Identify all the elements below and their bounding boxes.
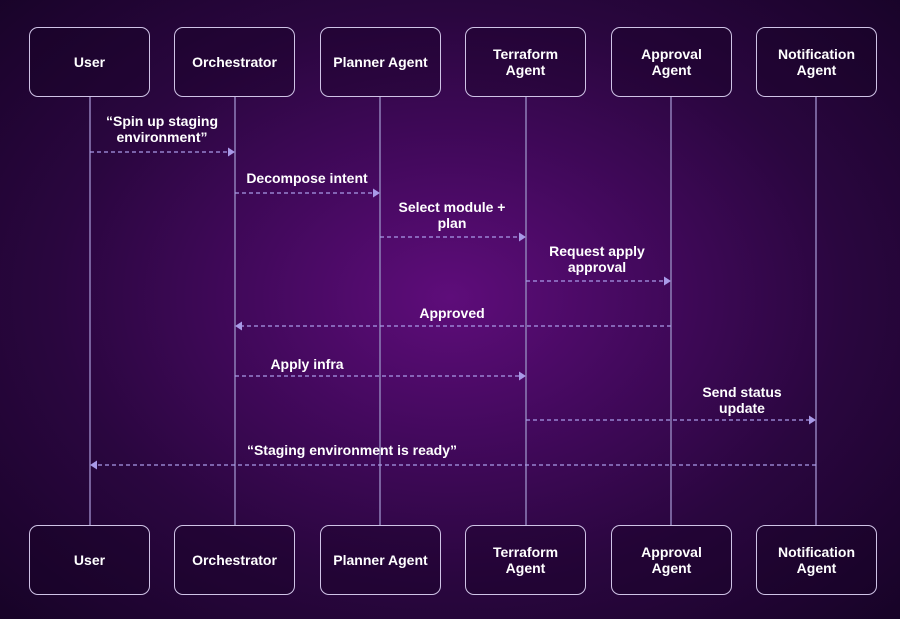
participant-label: Approval Agent: [641, 544, 702, 576]
participant-user-top: User: [29, 27, 150, 97]
participant-label: Planner Agent: [333, 54, 428, 70]
participant-label: User: [73, 54, 106, 70]
message-label-apply-infra: Apply infra: [270, 356, 344, 372]
participant-label: Notification Agent: [778, 544, 855, 576]
participant-label: User: [73, 552, 106, 568]
arrowhead: [228, 147, 235, 157]
message-arrow-7: [526, 415, 816, 425]
participant-label: Terraform Agent: [492, 46, 559, 78]
participant-label: Approval Agent: [641, 46, 702, 78]
participant-label: Terraform Agent: [492, 544, 559, 576]
message-arrow-5: [235, 321, 671, 331]
participant-label: Orchestrator: [192, 54, 277, 70]
participant-label: Orchestrator: [192, 552, 277, 568]
message-arrow-3: [380, 232, 526, 242]
message-label-request-approval: Request apply approval: [549, 243, 645, 275]
message-arrow-1: [90, 147, 235, 157]
participant-approval-top: Approval Agent: [611, 27, 732, 97]
message-label-select-module: Select module + plan: [398, 199, 506, 231]
participant-label: Notification Agent: [778, 46, 855, 78]
participant-planner-top: Planner Agent: [320, 27, 441, 97]
arrowhead: [90, 460, 97, 470]
message-label-spin-up: “Spin up staging environment”: [106, 113, 218, 145]
participant-notification-bottom: Notification Agent: [756, 525, 877, 595]
participant-planner-bottom: Planner Agent: [320, 525, 441, 595]
message-label-status-update: Send status update: [702, 384, 782, 416]
participant-user-bottom: User: [29, 525, 150, 595]
participant-terraform-bottom: Terraform Agent: [465, 525, 586, 595]
message-arrow-8: [90, 460, 816, 470]
arrowhead: [373, 188, 380, 198]
arrowhead: [664, 276, 671, 286]
arrowhead: [809, 415, 816, 425]
message-label-ready: “Staging environment is ready”: [246, 442, 458, 458]
message-label-approved: Approved: [419, 305, 485, 321]
participant-terraform-top: Terraform Agent: [465, 27, 586, 97]
participant-orchestrator-top: Orchestrator: [174, 27, 295, 97]
arrowhead: [519, 371, 526, 381]
message-arrow-2: [235, 188, 380, 198]
participant-notification-top: Notification Agent: [756, 27, 877, 97]
participant-approval-bottom: Approval Agent: [611, 525, 732, 595]
participant-label: Planner Agent: [333, 552, 428, 568]
arrowhead: [235, 321, 242, 331]
arrowhead: [519, 232, 526, 242]
message-arrow-6: [235, 371, 526, 381]
message-arrow-4: [526, 276, 671, 286]
message-label-decompose: Decompose intent: [246, 170, 368, 186]
participant-orchestrator-bottom: Orchestrator: [174, 525, 295, 595]
